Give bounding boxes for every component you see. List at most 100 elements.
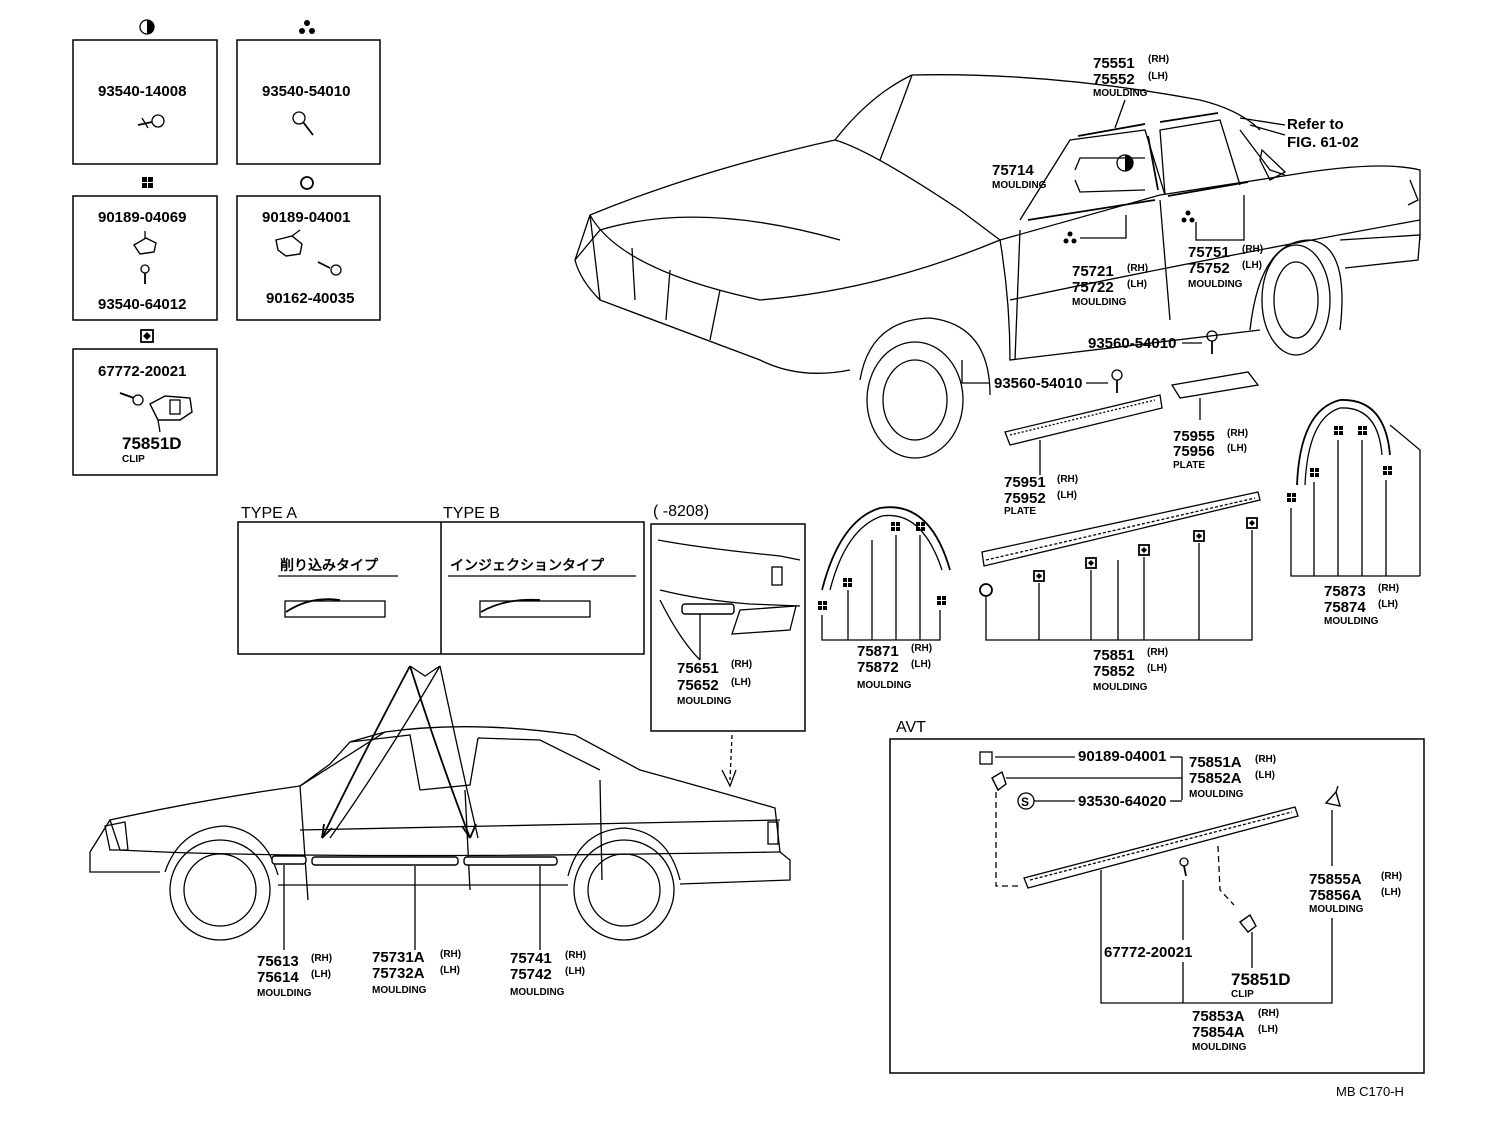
part-number: 93540-14008 — [98, 83, 186, 100]
svg-text:(RH): (RH) — [1057, 474, 1078, 485]
square-diamond-symbol-icon — [1246, 517, 1258, 529]
early-model-detail: ( -8208) 75651 (RH) 75652 (LH) MOULDING — [650, 503, 806, 788]
square-grid-symbol-icon — [1358, 426, 1367, 435]
fastener-box-2: 93540-54010 — [236, 20, 381, 165]
rear-wheel-arch-moulding: 75873 (RH) 75874 (LH) MOULDING — [1287, 399, 1421, 627]
svg-text:(LH): (LH) — [440, 965, 460, 976]
svg-text:MOULDING: MOULDING — [257, 988, 312, 999]
ring-symbol-icon — [979, 583, 993, 597]
three-dot-symbol-icon — [1063, 231, 1077, 244]
part-number: 75731A — [372, 949, 425, 966]
screw-icon — [1206, 330, 1218, 354]
part-number: 75872 — [857, 659, 899, 676]
square-diamond-symbol-icon — [1085, 557, 1097, 569]
square-grid-symbol-icon — [1334, 426, 1343, 435]
fastener-box-4: 90189-04001 90162-40035 — [236, 176, 381, 321]
part-number: 75732A — [372, 965, 425, 982]
nut-icon — [133, 231, 157, 255]
fastener-box-3: 90189-04069 93540-64012 — [72, 177, 218, 321]
part-number: 75552 — [1093, 71, 1135, 88]
part-number: 75952 — [1004, 490, 1046, 507]
svg-text:(LH): (LH) — [311, 969, 331, 980]
part-number: 90189-04001 — [1078, 748, 1166, 765]
svg-text:MOULDING: MOULDING — [1192, 1042, 1247, 1053]
square-diamond-symbol-icon — [1138, 544, 1150, 556]
square-grid-symbol-icon — [916, 522, 925, 531]
square-grid-symbol-icon — [843, 578, 852, 587]
square-grid-symbol-icon — [1310, 468, 1319, 477]
part-number: 93560-54010 — [1088, 335, 1176, 352]
screw-icon — [119, 392, 144, 406]
part-number: 75851D — [122, 434, 182, 453]
part-number: 90162-40035 — [266, 290, 354, 307]
clip-icon — [1324, 785, 1341, 807]
type-a-moulding-section-icon — [284, 598, 386, 618]
date-note: ( -8208) — [653, 503, 709, 520]
three-dot-symbol-icon — [1181, 210, 1195, 223]
svg-text:S: S — [1021, 795, 1029, 809]
part-number: 75956 — [1173, 443, 1215, 460]
side-body-moulding: 75851 (RH) 75852 (LH) MOULDING — [979, 491, 1261, 693]
part-number: 75752 — [1188, 260, 1230, 277]
svg-text:(LH): (LH) — [731, 677, 751, 688]
part-number: 93540-54010 — [262, 83, 350, 100]
svg-text:MOULDING: MOULDING — [1309, 904, 1364, 915]
part-number: 75722 — [1072, 279, 1114, 296]
square-grid-symbol-icon — [891, 522, 900, 531]
type-comparison-panel: TYPE A TYPE B 削り込みタイプ インジェクションタイプ — [237, 505, 645, 839]
screw-icon — [137, 114, 165, 129]
svg-text:(LH): (LH) — [1255, 770, 1275, 781]
clip-icon — [1238, 913, 1257, 933]
part-number: 75851D — [1231, 970, 1291, 989]
part-number: 75721 — [1072, 263, 1114, 280]
part-number: 75873 — [1324, 583, 1366, 600]
diagram-code: MB C170-H — [1336, 1084, 1404, 1099]
svg-text:(RH): (RH) — [1378, 583, 1399, 594]
part-number: 67772-20021 — [1104, 944, 1192, 961]
clip-icon — [275, 229, 303, 257]
screw-icon — [1111, 369, 1123, 393]
part-number: 75951 — [1004, 474, 1046, 491]
square-grid-symbol-icon — [142, 177, 153, 188]
part-number: 75551 — [1093, 55, 1135, 72]
svg-text:(LH): (LH) — [1258, 1024, 1278, 1035]
svg-text:MOULDING: MOULDING — [510, 987, 565, 998]
part-number: 93540-64012 — [98, 296, 186, 313]
part-number: 90189-04001 — [262, 209, 350, 226]
fastener-box-5: 67772-20021 75851D CLIP — [72, 329, 218, 476]
part-number: 75613 — [257, 953, 299, 970]
svg-text:(LH): (LH) — [1227, 443, 1247, 454]
svg-text:(RH): (RH) — [440, 949, 461, 960]
part-number: 75874 — [1324, 599, 1366, 616]
svg-text:(LH): (LH) — [1381, 887, 1401, 898]
half-circle-symbol-icon — [147, 20, 154, 34]
ring-symbol-icon — [300, 176, 314, 190]
part-number: 75854A — [1192, 1024, 1245, 1041]
avt-title: AVT — [896, 719, 926, 736]
type-a-name: 削り込みタイプ — [280, 557, 379, 573]
part-number: 93560-54010 — [994, 375, 1082, 392]
svg-text:MOULDING: MOULDING — [1093, 88, 1148, 99]
part-name: CLIP — [122, 454, 145, 465]
part-number: 75855A — [1309, 871, 1362, 888]
svg-text:(LH): (LH) — [1148, 71, 1168, 82]
svg-text:(LH): (LH) — [1127, 279, 1147, 290]
svg-text:(LH): (LH) — [565, 966, 585, 977]
svg-text:MOULDING: MOULDING — [1189, 789, 1244, 800]
square-grid-symbol-icon — [937, 596, 946, 605]
svg-text:(RH): (RH) — [1147, 647, 1168, 658]
type-b-name: インジェクションタイプ — [450, 557, 605, 573]
svg-text:(LH): (LH) — [1057, 490, 1077, 501]
svg-text:MOULDING: MOULDING — [857, 680, 912, 691]
svg-text:MOULDING: MOULDING — [677, 696, 732, 707]
sill-plate-icon — [1004, 394, 1163, 446]
square-diamond-symbol-icon — [1193, 530, 1205, 542]
part-number: 75742 — [510, 966, 552, 983]
part-number: 75651 — [677, 660, 719, 677]
part-number: 75851A — [1189, 754, 1242, 771]
svg-text:(RH): (RH) — [911, 643, 932, 654]
svg-text:PLATE: PLATE — [1004, 506, 1036, 517]
svg-text:(RH): (RH) — [731, 659, 752, 670]
svg-text:MOULDING: MOULDING — [1093, 682, 1148, 693]
part-number: 75614 — [257, 969, 299, 986]
